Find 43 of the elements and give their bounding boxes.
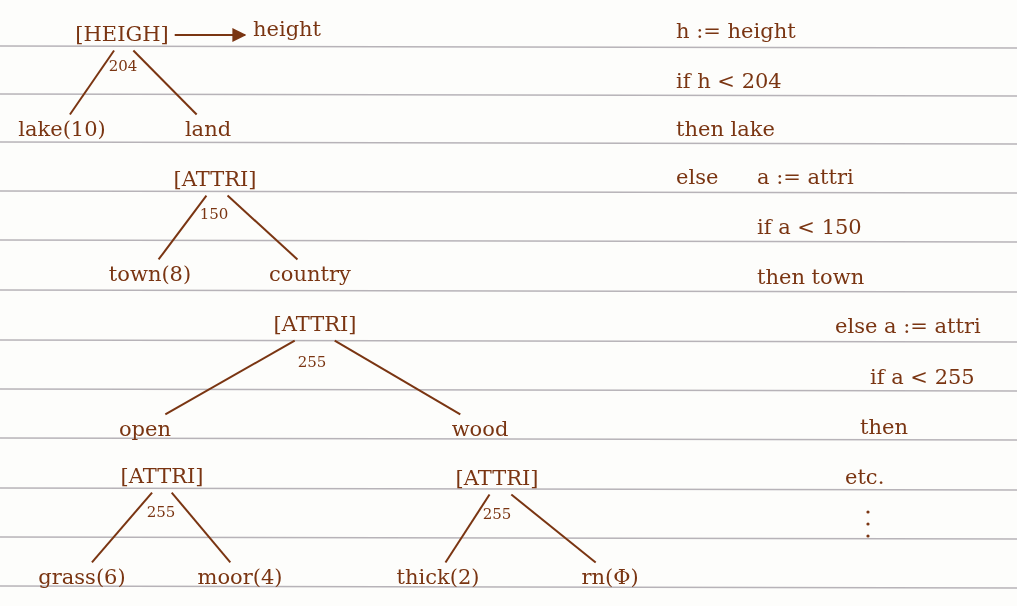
code-line: etc. xyxy=(845,466,885,490)
code-line: then lake xyxy=(676,118,775,142)
tree-branch xyxy=(157,194,208,261)
node-label: lake(10) xyxy=(18,118,106,142)
threshold-value: 204 xyxy=(108,57,138,75)
code-line: then town xyxy=(757,266,865,290)
tree-branch xyxy=(164,339,296,416)
threshold-value: 255 xyxy=(482,505,512,523)
tree-branch xyxy=(90,491,154,564)
node-label: [ATTRI] xyxy=(273,313,357,337)
arrow xyxy=(173,28,247,42)
tree-branch xyxy=(170,491,232,564)
tree-branch xyxy=(68,49,116,116)
threshold-value: 255 xyxy=(146,503,176,521)
tree-branch xyxy=(444,493,491,564)
node-label: [ATTRI] xyxy=(455,467,539,491)
node-label: [ATTRI] xyxy=(173,168,257,192)
tree-branch xyxy=(510,493,597,564)
node-label: wood xyxy=(451,418,509,442)
code-line: if h < 204 xyxy=(676,70,782,94)
node-label: land xyxy=(184,118,232,142)
node-label: [ATTRI] xyxy=(120,465,204,489)
code-line: else a := attri xyxy=(835,315,981,339)
tree-branch xyxy=(333,339,462,416)
node-label: town(8) xyxy=(108,263,192,287)
code-line: a := attri xyxy=(757,166,854,190)
code-line: h := height xyxy=(676,20,796,44)
node-label: height xyxy=(252,18,322,42)
node-label: country xyxy=(269,263,351,287)
code-line: then xyxy=(860,416,908,440)
node-label: [HEIGH] xyxy=(75,23,169,47)
tree-branch xyxy=(226,194,299,261)
threshold-value: 255 xyxy=(297,353,327,371)
node-label: moor(4) xyxy=(197,566,283,590)
code-line: else xyxy=(676,166,719,190)
code-line: if a < 150 xyxy=(757,216,862,240)
threshold-value: 150 xyxy=(199,205,229,223)
node-label: open xyxy=(119,418,171,442)
node-label: grass(6) xyxy=(38,566,126,590)
code-line: if a < 255 xyxy=(870,366,975,390)
tree-branch xyxy=(132,49,198,116)
node-label: thick(2) xyxy=(396,566,480,590)
node-label: rn(Φ) xyxy=(581,566,639,590)
